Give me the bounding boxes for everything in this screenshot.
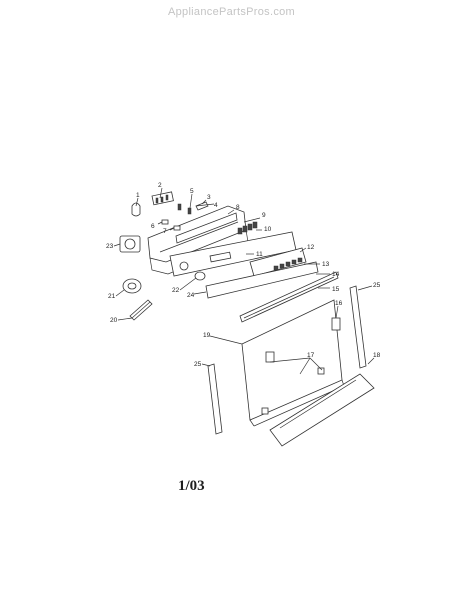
part-screw-a [177, 203, 182, 211]
callout-5: 5 [190, 188, 194, 195]
callout-1: 1 [136, 192, 140, 199]
part-timer [119, 235, 141, 253]
watermark: AppliancePartsPros.com [167, 6, 296, 18]
part-screw-b [187, 207, 192, 215]
part-side-trim-left [207, 363, 223, 435]
part-dial-motor [122, 278, 142, 294]
part-wire-harness [129, 299, 153, 321]
part-knob [194, 271, 206, 281]
callout-17: 17 [307, 352, 315, 359]
callout-4: 4 [214, 202, 218, 209]
callout-6: 6 [151, 223, 155, 230]
part-kick-plate [269, 373, 375, 447]
part-bracket-a [265, 351, 275, 363]
part-timer-knob [131, 202, 141, 217]
callout-2: 2 [158, 182, 162, 189]
callout-23: 23 [106, 243, 114, 250]
callout-3: 3 [207, 194, 211, 201]
part-door-strip [239, 271, 339, 323]
callout-22: 22 [172, 287, 180, 294]
part-panel-insert [205, 261, 319, 299]
callout-9: 9 [262, 212, 266, 219]
callout-15: 15 [332, 286, 340, 293]
callout-25-left: 25 [194, 361, 202, 368]
part-switches [151, 191, 174, 206]
page-code: 1/03 [178, 478, 205, 494]
part-bracket-b [317, 367, 325, 375]
callout-21: 21 [108, 293, 116, 300]
callout-7: 7 [163, 228, 167, 235]
leader-lines [113, 187, 375, 375]
callout-24: 24 [187, 292, 195, 299]
callout-19: 19 [203, 332, 211, 339]
part-display-panel [249, 247, 307, 277]
callout-16: 16 [335, 300, 343, 307]
callout-8: 8 [236, 204, 240, 211]
callout-11: 11 [256, 251, 263, 258]
part-door-latch [331, 317, 341, 331]
callout-18: 18 [373, 352, 381, 359]
part-selector-buttons [237, 221, 258, 235]
callout-13: 13 [322, 261, 330, 268]
callout-14: 14 [332, 271, 340, 278]
callout-10: 10 [264, 226, 272, 233]
part-bracket-c [261, 407, 269, 415]
part-button-row [273, 257, 303, 271]
part-spring-b [173, 225, 181, 231]
part-side-trim-right [349, 285, 367, 369]
part-spring-a [161, 219, 169, 225]
part-panel-strip [175, 212, 238, 244]
callout-20: 20 [110, 317, 118, 324]
callout-12: 12 [307, 244, 315, 251]
callout-25-right: 25 [373, 282, 381, 289]
